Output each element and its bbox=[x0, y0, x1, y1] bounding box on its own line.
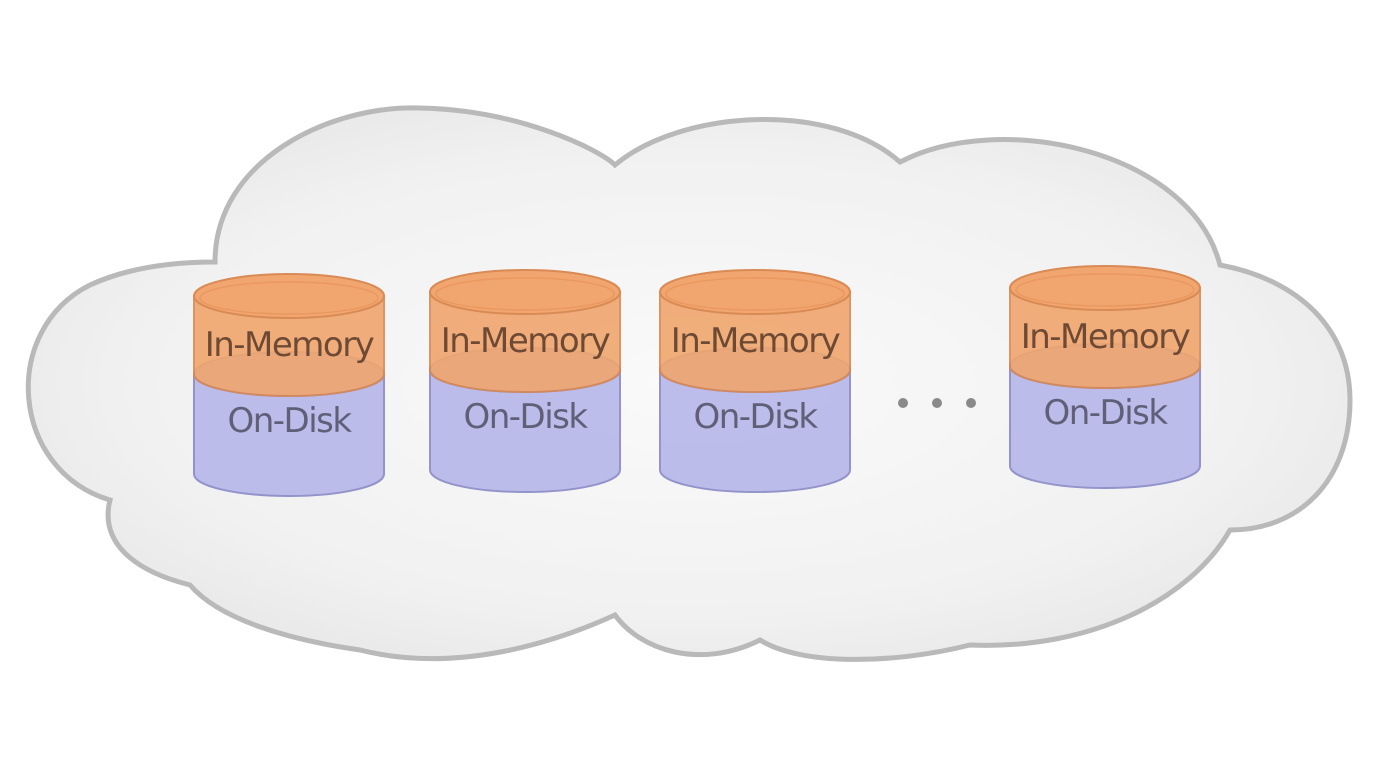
memory-label: In-Memory bbox=[205, 325, 375, 365]
disk-label: On-Disk bbox=[463, 397, 588, 437]
memory-cylinder bbox=[193, 273, 385, 397]
memory-cylinder bbox=[659, 269, 851, 393]
memory-cylinder bbox=[1009, 265, 1201, 389]
memory-cylinder bbox=[429, 269, 621, 393]
memory-label: In-Memory bbox=[671, 321, 841, 361]
disk-label: On-Disk bbox=[1043, 393, 1168, 433]
disk-label: On-Disk bbox=[693, 397, 818, 437]
disk-label: On-Disk bbox=[227, 401, 352, 441]
memory-label: In-Memory bbox=[1021, 317, 1191, 357]
ellipsis-icon bbox=[898, 398, 976, 408]
memory-label: In-Memory bbox=[441, 321, 611, 361]
nodes-layer: In-MemoryOn-DiskIn-MemoryOn-DiskIn-Memor… bbox=[193, 265, 1201, 497]
